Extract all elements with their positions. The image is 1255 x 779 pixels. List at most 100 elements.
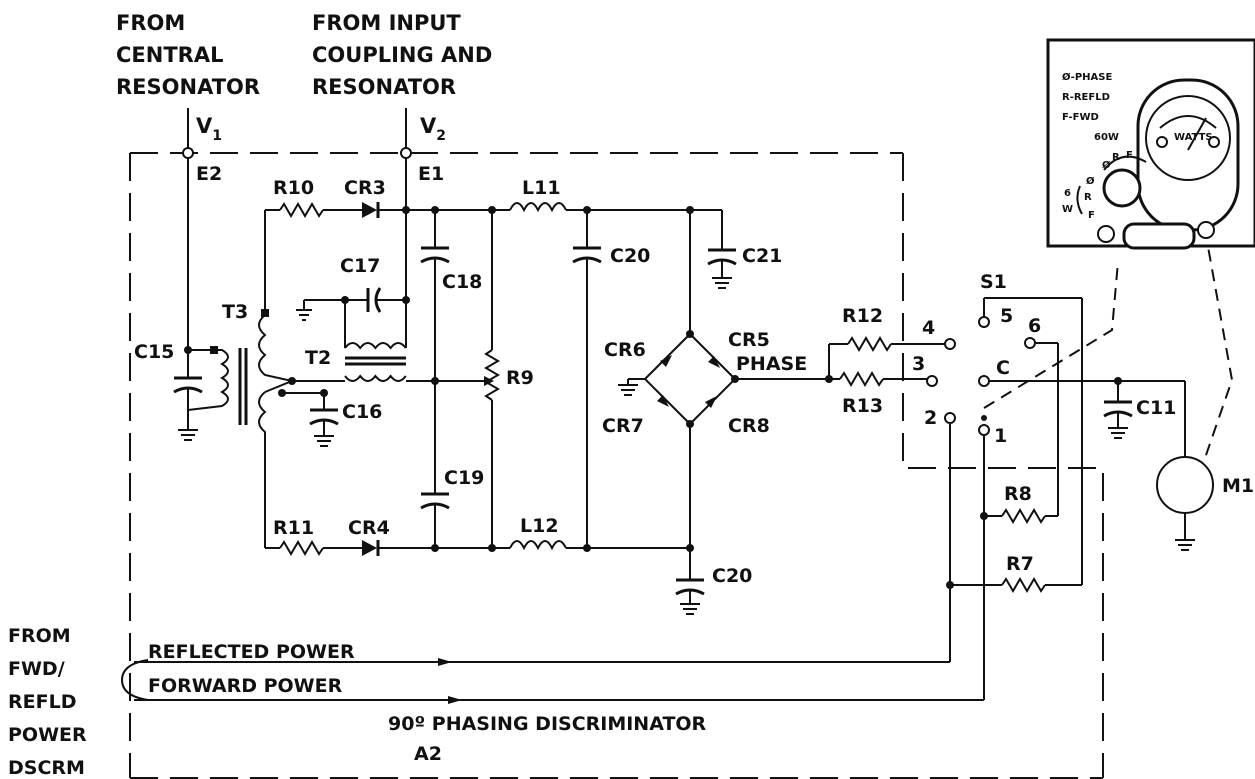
panel-meter-screw — [1156, 136, 1168, 148]
central-source-label-line-1: FROM — [116, 11, 185, 35]
t3-primary-winding — [187, 349, 229, 411]
panel-legend-fwd: F-FWD — [1062, 112, 1099, 123]
s1-position-4 — [944, 338, 956, 350]
ground-symbol — [296, 300, 312, 321]
c20-lower-label: C20 — [712, 565, 752, 587]
ground-symbol — [178, 424, 198, 441]
panel-handle — [1122, 222, 1196, 250]
t3-secondary-marker — [261, 309, 269, 317]
cr5-diode — [708, 356, 720, 368]
l11-inductor — [509, 202, 567, 213]
cr5-label: CR5 — [728, 329, 770, 351]
panel-screw — [1197, 221, 1215, 239]
t3-primary-marker — [210, 346, 218, 354]
l11-label: L11 — [522, 177, 561, 199]
junction — [488, 544, 496, 552]
s1-position-4-label: 4 — [922, 317, 935, 339]
s1-position-2-label: 2 — [924, 407, 937, 429]
l12-inductor — [509, 540, 567, 551]
r8-resistor — [1001, 508, 1046, 524]
t2-label: T2 — [305, 347, 331, 369]
r13-resistor — [839, 371, 884, 387]
v2-label: V2 — [420, 114, 446, 144]
s1-position-1 — [978, 424, 990, 436]
cr6-diode — [660, 355, 672, 367]
s1-position-3-label: 3 — [912, 353, 925, 375]
reflected-power-arrow — [438, 658, 452, 666]
ground-symbol — [680, 603, 700, 615]
e1-terminal — [400, 147, 412, 159]
reflected-power-label: REFLECTED POWER — [148, 641, 355, 663]
central-source-label-line-3: RESONATOR — [116, 75, 260, 99]
cr3-diode — [362, 202, 377, 218]
c18-label: C18 — [442, 271, 482, 293]
s1-common-label: C — [996, 357, 1010, 379]
cr7-wire — [644, 378, 691, 425]
central-source-label-line-2: CENTRAL — [116, 43, 223, 67]
s1-position-2 — [944, 412, 956, 424]
cr4-diode — [362, 540, 377, 556]
s1-common — [978, 375, 990, 387]
ground-symbol — [618, 379, 638, 396]
input-source-label-line-3: RESONATOR — [312, 75, 456, 99]
fwd-refld-source-line-2: FWD/ — [8, 658, 65, 680]
forward-power-arrow — [448, 696, 462, 704]
input-source-label-line-2: COUPLING AND — [312, 43, 492, 67]
panel-legend-refld: R-REFLD — [1062, 92, 1110, 103]
s1-linkage — [983, 261, 1119, 409]
l12-label: L12 — [520, 515, 559, 537]
fwd-refld-source-line-5: DSCRM — [8, 757, 85, 779]
panel-meter-face — [1145, 95, 1231, 181]
r12-resistor — [847, 336, 892, 352]
fwd-refld-source-line-4: POWER — [8, 724, 87, 746]
ground-symbol — [314, 435, 334, 447]
input-source-label-line-1: FROM INPUT — [312, 11, 461, 35]
t2-primary-winding — [344, 342, 407, 350]
s1-position-6-label: 6 — [1028, 315, 1041, 337]
front-panel: Ø-PHASE R-REFLD F-FWD 60W WATTS Ø R F 6 … — [1046, 38, 1255, 250]
panel-meter-needle — [1187, 117, 1207, 151]
panel-dial-inner-phase: Ø — [1086, 175, 1095, 187]
m1-linkage — [1204, 229, 1234, 459]
s1-position-5-label: 5 — [1000, 305, 1013, 327]
panel-dial-bracket — [1076, 185, 1083, 215]
module-title: 90º PHASING DISCRIMINATOR — [388, 713, 707, 735]
input-brace — [120, 659, 149, 701]
t3-center-tap — [264, 380, 293, 393]
cr7-label: CR7 — [602, 415, 644, 437]
cr6-label: CR6 — [604, 339, 646, 361]
panel-dial-refld: R — [1112, 152, 1120, 163]
t3-secondary-winding — [258, 210, 293, 548]
ground-symbol — [1175, 539, 1195, 551]
c19-label: C19 — [444, 467, 484, 489]
junction — [981, 415, 987, 421]
panel-dial-inner-refld: R — [1084, 192, 1092, 203]
panel-dial-6: 6 — [1064, 188, 1071, 199]
forward-power-label: FORWARD POWER — [148, 675, 343, 697]
panel-selector-arc — [1103, 155, 1147, 171]
phase-label: PHASE — [736, 353, 807, 375]
junction — [583, 544, 591, 552]
s1-label: S1 — [980, 271, 1007, 293]
cr6-wire — [644, 333, 691, 380]
c11-label: C11 — [1136, 397, 1176, 419]
c16-label: C16 — [342, 401, 382, 423]
v1-label: V1 — [196, 114, 222, 144]
s1-position-6 — [1024, 337, 1036, 349]
panel-range: 60W — [1094, 132, 1119, 143]
r13-label: R13 — [842, 395, 883, 417]
panel-dial-w: W — [1062, 204, 1073, 215]
fwd-refld-source-line-3: REFLD — [8, 691, 76, 713]
r11-resistor — [279, 540, 324, 556]
r8-label: R8 — [1004, 483, 1032, 505]
panel-dial-phase: Ø — [1102, 159, 1111, 171]
c20-upper-label: C20 — [610, 245, 650, 267]
m1-label: M1 — [1222, 475, 1254, 497]
ground-symbol — [1108, 427, 1128, 439]
ground-symbol — [712, 277, 732, 289]
fwd-refld-source-line-1: FROM — [8, 625, 71, 647]
r11-label: R11 — [273, 517, 314, 539]
r10-resistor — [279, 202, 324, 218]
cr5-wire — [689, 333, 736, 380]
